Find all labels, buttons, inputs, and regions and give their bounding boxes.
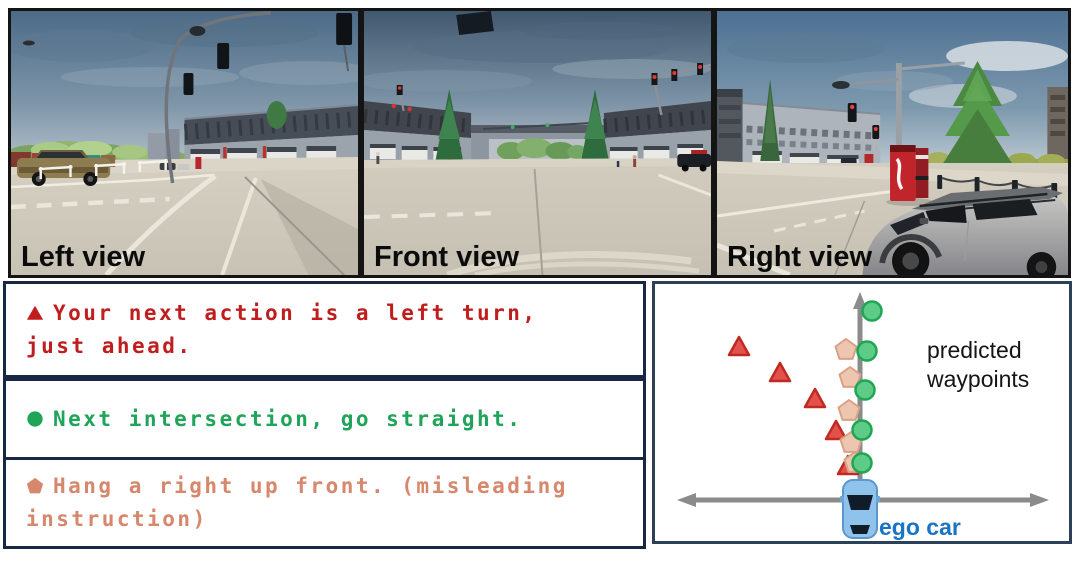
view-label-right: Right view [727,241,873,273]
waypoint-plot [677,292,1049,539]
triangle-marker-icon [26,305,44,320]
central-overpass [471,122,604,163]
straight-waypoints-marker [861,300,883,322]
misleading-waypoints-marker [834,338,858,360]
road [364,158,711,275]
misleading-waypoints-marker [838,366,862,388]
left-turn-waypoints-marker [824,419,848,441]
camera-view-front: Front view [361,8,714,278]
signal-pole [832,61,965,199]
office-building [742,79,881,171]
left-view-scene [11,11,358,275]
camera-view-right: Right view [714,8,1071,278]
pentagon-marker-icon [26,477,44,494]
waypoint-markers [727,300,883,476]
instruction-text-go-straight: Next intersection, go straight. [53,406,523,431]
barrier-fences [38,159,168,179]
ego-car-icon [840,479,880,539]
left-turn-waypoints-marker [727,335,751,357]
camera-view-left: Left view [8,8,361,278]
right-view-scene [717,11,1068,275]
circle-marker-icon [27,410,43,427]
straight-waypoints-marker [856,340,878,362]
left-turn-waypoints-marker [803,387,827,409]
street-light-pole [22,11,353,184]
instruction-left-turn: Your next action is a left turn, just ah… [3,281,646,378]
pedestrians-and-car [375,152,711,172]
view-label-left: Left view [21,241,146,273]
foreground-car [862,187,1068,275]
traffic-lights [396,63,711,116]
predicted-waypoints-label: predicted waypoints [927,337,1030,392]
straight-waypoints-marker [854,379,876,401]
instruction-misleading: Hang a right up front. (misleading instr… [3,457,646,549]
trees [435,89,609,167]
front-view-scene [364,11,711,275]
instruction-go-straight: Next intersection, go straight. [3,378,646,460]
misleading-waypoints-marker [837,399,861,421]
straight-waypoints-marker [851,452,873,474]
far-tower [1047,87,1068,163]
straight-waypoints-marker [851,419,873,441]
vending-machines [886,145,934,206]
ego-car-label: ego car [879,514,961,540]
instruction-text-left-turn: Your next action is a left turn, just ah… [26,300,538,358]
left-turn-waypoints-marker [768,361,792,383]
waypoint-diagram: predicted waypoints ego car [652,281,1072,544]
instruction-text-misleading: Hang a right up front. (misleading instr… [26,474,568,531]
view-label-front: Front view [374,241,520,273]
